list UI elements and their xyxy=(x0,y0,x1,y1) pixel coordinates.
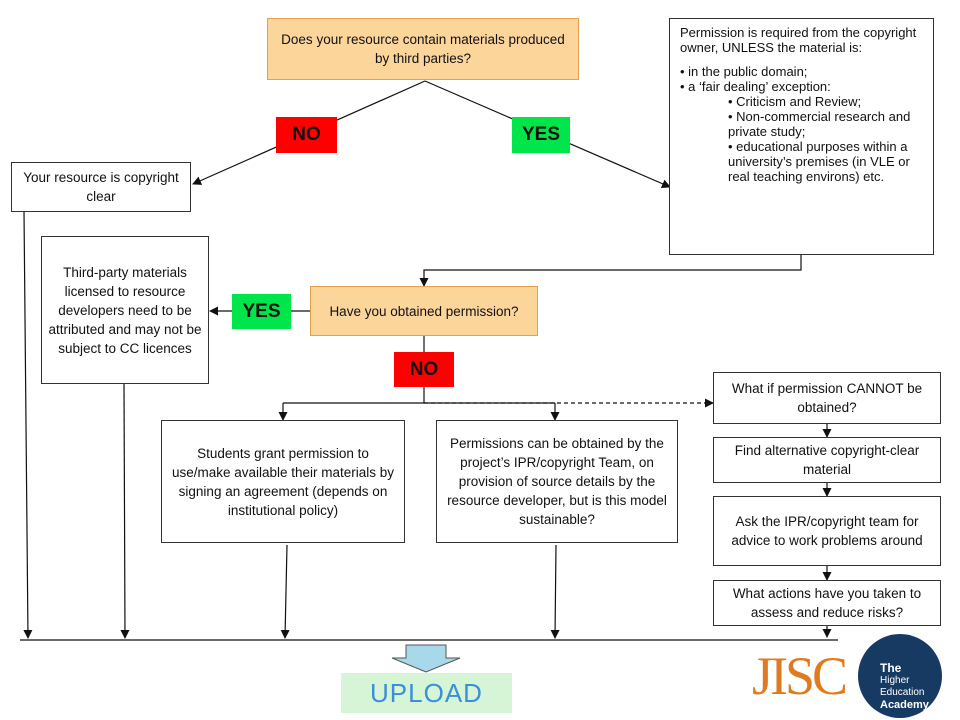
alternative-material-box: Find alternative copyright-clear materia… xyxy=(713,437,941,483)
no-label-1: NO xyxy=(276,117,337,153)
arrow-ipr-team-to-bottom xyxy=(550,544,560,639)
q2-permission-question: Have you obtained permission? xyxy=(310,286,538,336)
permission-subitem: Criticism and Review; xyxy=(680,94,925,109)
hea-logo-text: Academy xyxy=(880,699,929,711)
permission-item: in the public domain; xyxy=(680,64,925,79)
higher-education-academy-logo: The Higher Education Academy xyxy=(858,634,942,718)
ipr-team-box: Permissions can be obtained by the proje… xyxy=(436,420,678,543)
hea-logo-text: Higher xyxy=(880,675,910,686)
arrow-clear-to-bottom xyxy=(23,210,33,639)
jisc-logo: JISC xyxy=(752,646,848,706)
yes-label-2: YES xyxy=(232,294,291,329)
actions-taken-box: What actions have you taken to assess an… xyxy=(713,580,941,626)
upload-label: UPLOAD xyxy=(341,673,512,713)
permission-subitem: Non-commercial research and private stud… xyxy=(680,109,925,139)
yes-label-1: YES xyxy=(512,117,570,153)
arrow-permission-to-q2 xyxy=(419,255,802,287)
arrow-third-party-to-bottom xyxy=(120,383,130,639)
permission-requirements-box: Permission is required from the copyrigh… xyxy=(669,18,934,255)
cannot-obtain-box: What if permission CANNOT be obtained? xyxy=(713,372,941,424)
upload-arrow-icon xyxy=(391,644,461,673)
hea-logo-text: The xyxy=(880,661,902,675)
hea-logo-text: Education xyxy=(880,687,925,698)
arrow-students-to-bottom xyxy=(280,544,290,639)
students-grant-box: Students grant permission to use/make av… xyxy=(161,420,405,543)
permission-item: a ‘fair dealing’ exception: xyxy=(680,79,925,94)
permission-intro: Permission is required from the copyrigh… xyxy=(680,25,917,55)
copyright-clear-box: Your resource is copyright clear xyxy=(11,162,191,212)
ask-team-box: Ask the IPR/copyright team for advice to… xyxy=(713,496,941,566)
no-label-2: NO xyxy=(394,352,454,387)
permission-subitem: educational purposes within a university… xyxy=(680,139,925,184)
third-party-licensed-box: Third-party materials licensed to resour… xyxy=(41,236,209,384)
q1-third-party-question: Does your resource contain materials pro… xyxy=(267,18,579,80)
